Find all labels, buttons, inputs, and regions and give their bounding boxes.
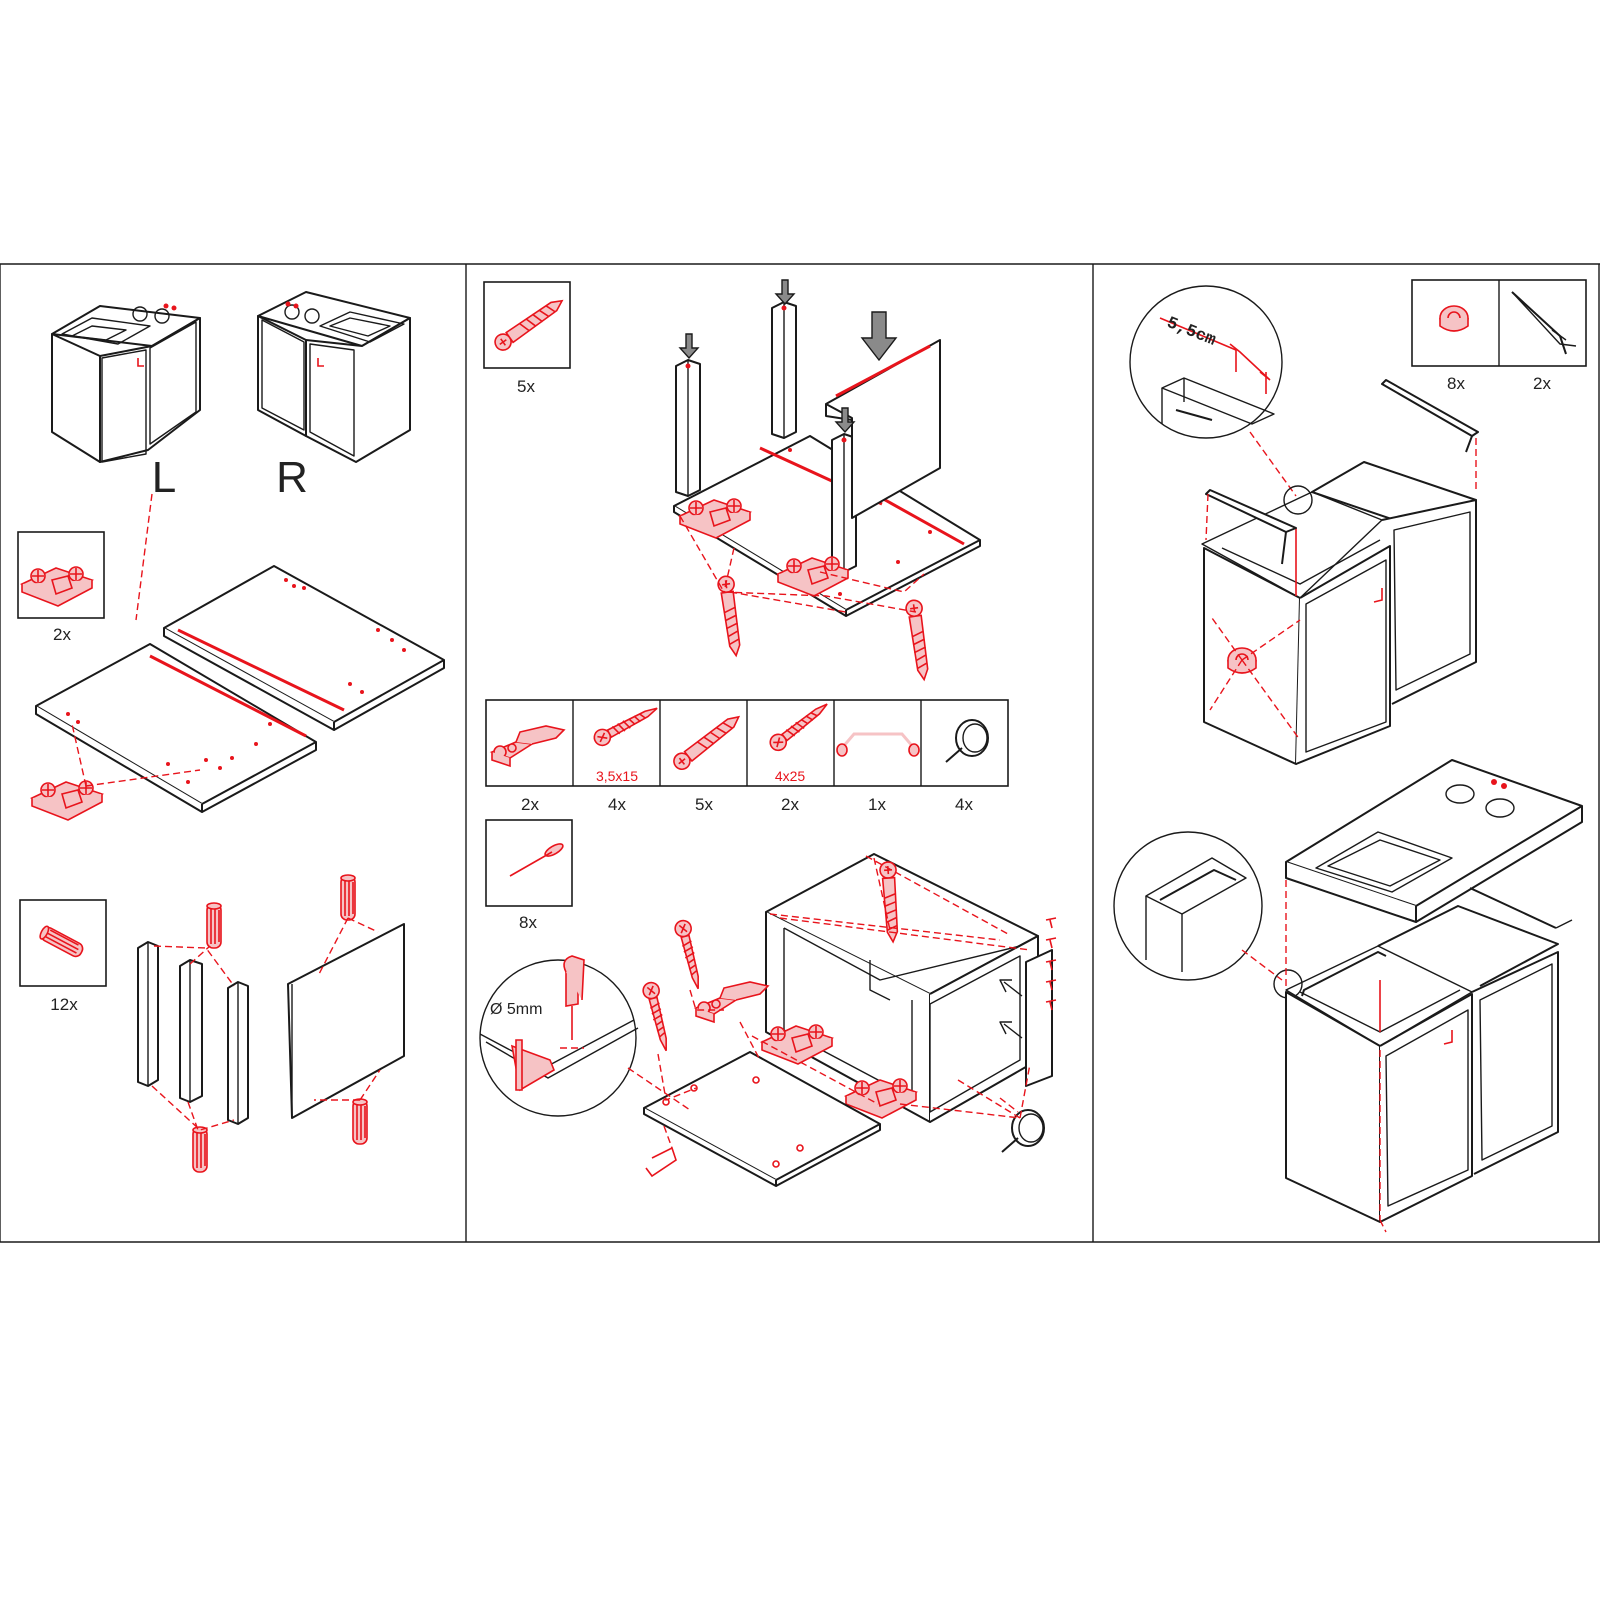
panel-step-1: L R 2x [17,291,445,1173]
qty-cable: 2x [1533,374,1551,393]
qty-long-screw-top: 5x [517,377,535,396]
qty-glide-foot: 4x [955,795,973,814]
variant-left-label: L [152,453,176,502]
size-label-screw-a: 3,5x15 [596,768,638,784]
carcass-base-assembly [673,301,981,617]
variant-right-label: R [276,453,308,502]
insert-arrows [678,279,898,434]
dowel-icon [340,874,356,921]
hinge-plate-icon [31,780,103,821]
drill-diameter-label: Ø 5mm [490,1001,542,1018]
size-label-screw-b: 4x25 [775,768,806,784]
qty-hinge-plate: 2x [53,625,71,644]
dowel-icon [352,1098,368,1145]
wood-screw-icon [640,980,675,1054]
back-panel [287,923,405,1119]
panel-step-2: 5x [479,279,1057,1187]
countertop-sink-hob [1285,759,1583,923]
corner-detail [1113,831,1263,981]
qty-wood-screw-a: 4x [608,795,626,814]
frame-rails [137,941,249,1125]
parts-strip: 3,5x15 4x25 2x 4x 5x 2x 1x 4x [485,697,1009,814]
dowel-icon [192,1126,208,1173]
dowel-icon [206,902,222,949]
door-handle [645,1125,677,1178]
qty-dowel: 12x [50,995,78,1014]
cable-icon [1511,291,1577,355]
qty-handle: 1x [868,795,886,814]
nail-row [1045,917,1057,1011]
long-screw-icon [904,598,933,682]
drill-detail: Ø 5mm [479,955,639,1117]
qty-long-screw: 5x [695,795,713,814]
cabinet-variant-right [257,291,411,463]
cabinet-pair-upper [1201,461,1477,765]
qty-nail: 8x [519,913,537,932]
panel-step-3: 8x 2x 5,5cm [1113,279,1587,1233]
side-panels [31,565,445,821]
carcass-box [761,853,1053,1123]
bumper-icon [1439,305,1469,332]
page-frame [0,263,1600,1243]
part-box-nail [485,819,573,907]
qty-wood-screw-b: 2x [781,795,799,814]
measure-label: 5,5cm [1164,314,1218,351]
qty-bumper: 8x [1447,374,1465,393]
qty-hinge: 2x [521,795,539,814]
cabinet-variant-left [51,303,201,463]
measure-detail: 5,5cm [1129,285,1283,439]
hinge-icon [695,981,769,1023]
cabinet-pair-lower [1285,887,1573,1223]
wood-screw-icon [672,918,707,992]
glide-foot-icon [1001,1109,1045,1153]
